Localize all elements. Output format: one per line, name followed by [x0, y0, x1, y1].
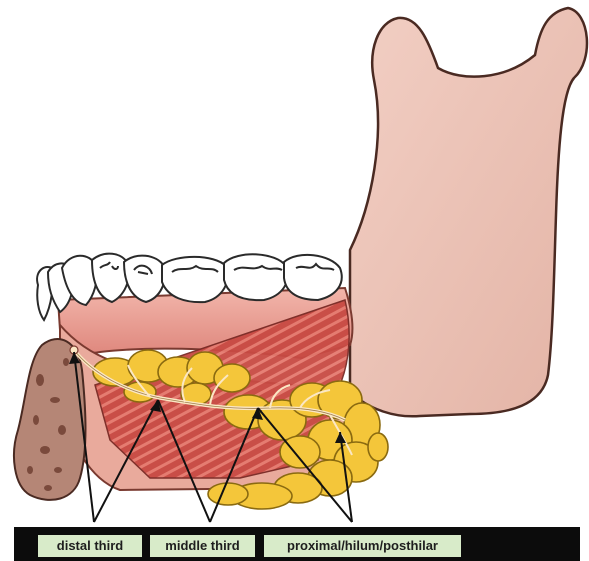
label-proximal-hilum-posthilar: proximal/hilum/posthilar	[264, 535, 461, 557]
label-middle-third: middle third	[150, 535, 255, 557]
molar-3	[284, 255, 342, 300]
molar-2	[224, 254, 288, 300]
molar-1	[162, 257, 228, 302]
label-distal-third: distal third	[38, 535, 142, 557]
premolar-1	[92, 254, 129, 302]
mandible-ramus	[350, 8, 587, 416]
